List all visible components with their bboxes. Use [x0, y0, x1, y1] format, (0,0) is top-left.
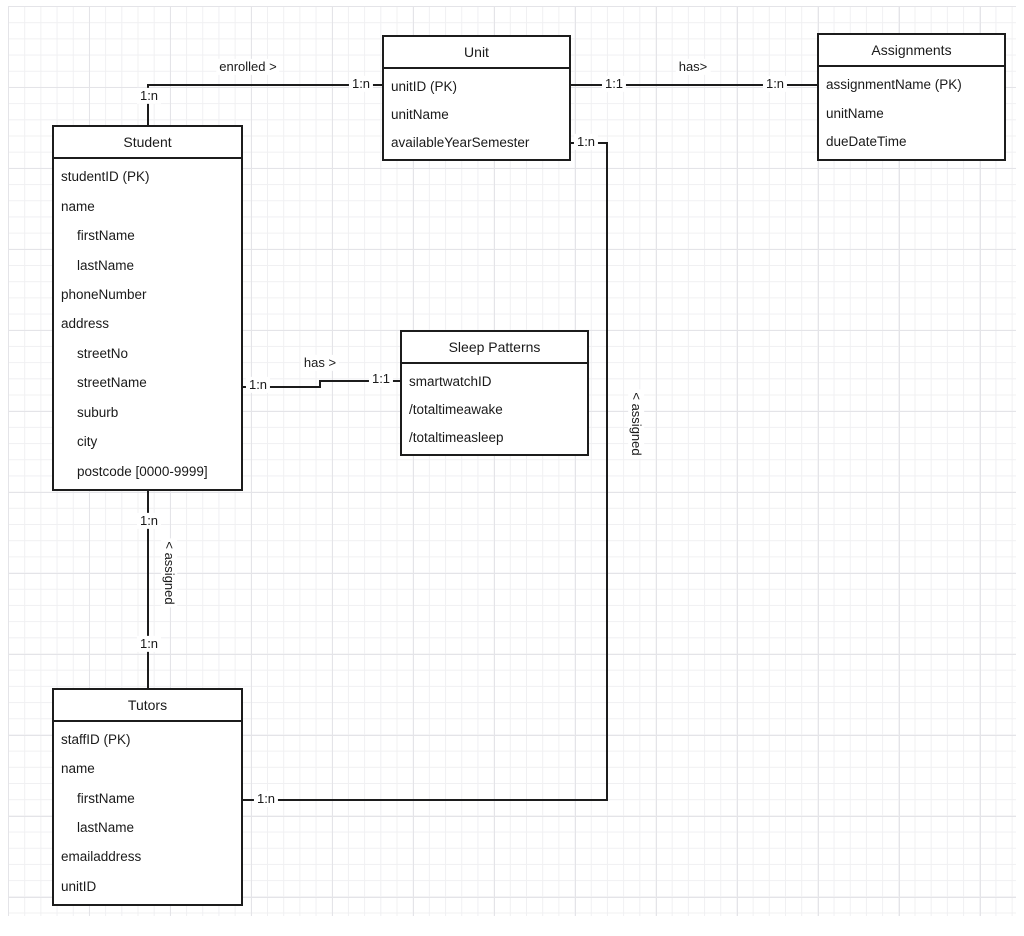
attribute-row: lastName — [77, 820, 135, 836]
entity-tutors-attributes: staffID (PK) name firstName lastName emailad… — [54, 722, 241, 904]
connector-unit-assigned-tutors[interactable] — [242, 142, 608, 801]
entity-student-title: Student — [54, 127, 241, 159]
entity-tutors[interactable]: Tutors staffID (PK) name firstName lastName… — [52, 688, 243, 906]
attribute-row: smartwatchID — [409, 373, 492, 389]
attribute-row: firstName — [77, 790, 135, 806]
attribute-row: staffID (PK) — [61, 732, 131, 748]
attribute-row: name — [61, 761, 95, 777]
attribute-row: postcode [0000-9999] — [77, 463, 208, 479]
entity-student-attributes: studentID (PK) name firstName lastName phone… — [54, 159, 241, 489]
entity-assignments-title: Assignments — [819, 35, 1004, 67]
attribute-row: unitID (PK) — [391, 78, 458, 94]
relationship-label-enrolled: enrolled > — [216, 58, 280, 76]
attribute-row: availableYearSemester — [391, 134, 530, 150]
attribute-row: suburb — [77, 404, 119, 420]
entity-student[interactable]: Student studentID (PK) name firstName lastN… — [52, 125, 243, 491]
cardinality-enrolled-student-end: 1:n — [136, 87, 162, 105]
attribute-row: /totaltimeasleep — [409, 429, 504, 445]
attribute-row: unitName — [391, 106, 449, 122]
cardinality-assigned-student-end: 1:n — [136, 512, 162, 530]
entity-sleep-patterns-attributes: smartwatchID/totaltimeawake/totaltimeasl… — [402, 364, 587, 454]
attribute-row: lastName — [77, 257, 135, 273]
cardinality-assigned-unit-tutors-end: 1:n — [253, 790, 279, 808]
relationship-label-has-sleep-patterns: has > — [300, 354, 340, 372]
cardinality-sleep-student-end: 1:n — [245, 376, 271, 394]
cardinality-assigned-unit-end: 1:n — [573, 133, 599, 151]
connector-student-enrolled-unit[interactable] — [147, 84, 382, 125]
attribute-row: unitID — [61, 878, 97, 894]
entity-sleep-patterns-title: Sleep Patterns — [402, 332, 587, 364]
attribute-row: address — [61, 316, 110, 332]
entity-unit-attributes: unitID (PK) unitName availableYearSemester — [384, 69, 569, 159]
attribute-row: studentID (PK) — [61, 169, 150, 185]
entity-sleep-patterns[interactable]: Sleep Patterns smartwatchID/totaltimeawa… — [400, 330, 589, 456]
relationship-label-assigned-unit-tutors: < assigned — [627, 389, 645, 459]
attribute-row: phoneNumber — [61, 287, 147, 303]
entity-unit[interactable]: Unit unitID (PK) unitName availableYearSem… — [382, 35, 571, 161]
entity-assignments[interactable]: Assignments assignmentName (PK) unitName d… — [817, 33, 1006, 161]
attribute-row: city — [77, 434, 98, 450]
entity-assignments-attributes: assignmentName (PK) unitName dueDateTime — [819, 67, 1004, 159]
entity-tutors-title: Tutors — [54, 690, 241, 722]
attribute-row: emailaddress — [61, 849, 142, 865]
attribute-row: /totaltimeawake — [409, 401, 503, 417]
attribute-row: name — [61, 198, 95, 214]
cardinality-has-assignments-end: 1:n — [762, 75, 788, 93]
attribute-row: firstName — [77, 228, 135, 244]
connector-student-has-sleep-patterns[interactable] — [242, 380, 400, 388]
cardinality-has-unit-end: 1:1 — [601, 75, 627, 93]
cardinality-assigned-tutors-end: 1:n — [136, 635, 162, 653]
cardinality-enrolled-unit-end: 1:n — [348, 75, 374, 93]
attribute-row: streetNo — [77, 345, 129, 361]
cardinality-sleep-patterns-end: 1:1 — [368, 370, 394, 388]
relationship-label-assigned-student-tutors: < assigned — [160, 538, 178, 608]
attribute-row: unitName — [826, 105, 884, 121]
attribute-row: assignmentName (PK) — [826, 76, 962, 92]
attribute-row: streetName — [77, 375, 147, 391]
attribute-row: dueDateTime — [826, 134, 907, 150]
entity-unit-title: Unit — [384, 37, 569, 69]
relationship-label-has-assignments: has> — [675, 58, 711, 76]
